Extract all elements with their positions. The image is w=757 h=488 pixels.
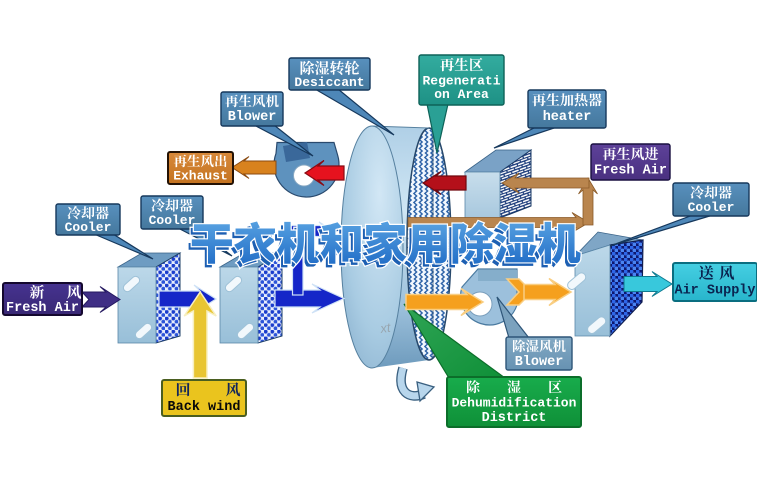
- cooler-box-1: [116, 252, 182, 344]
- regen-blower-duct: [283, 142, 310, 162]
- label-back-wind-en: Back wind: [168, 400, 241, 415]
- label-regen-area-en: Regenerati: [422, 74, 500, 89]
- arrow-air-supply: [623, 271, 673, 297]
- cooler-box-1-pipe-stub: [134, 322, 153, 340]
- arrow-regen-path-up: [578, 177, 598, 226]
- label-dehum-blower: Blower: [505, 336, 573, 371]
- rotation-arrow-head: [416, 381, 436, 403]
- label-desiccant: Desiccant: [288, 57, 371, 91]
- cooler-box-2: [218, 252, 284, 344]
- cooler-box-3-pipe-stub: [587, 316, 607, 334]
- label-regen-fresh-air: Fresh Air: [590, 143, 671, 181]
- arrow-regen-to-blower: [303, 159, 345, 187]
- label-air-supply-en: Air Supply: [674, 284, 755, 299]
- label-back-wind-box: [161, 379, 247, 417]
- label-desiccant-en: Desiccant: [294, 75, 364, 90]
- label-regen-area: Regenerati on Area: [418, 54, 505, 106]
- label-fresh-air-box: [2, 282, 83, 316]
- label-exhaust: Exhaust: [167, 151, 234, 185]
- cooler-box-3-front-face: [574, 244, 611, 337]
- label-dehum-blower-en: Blower: [515, 355, 564, 370]
- label-regen-blower-en: Blower: [228, 110, 277, 125]
- wheel-rotation-arrow: [396, 366, 436, 403]
- label-dehum-district-en: District: [482, 411, 547, 426]
- arrow-back-wind: [183, 290, 217, 379]
- label-cooler3-en: Cooler: [688, 200, 735, 215]
- cooler-box-2-pipe-stub: [224, 275, 243, 293]
- arrow-heater-to-wheel: [421, 170, 467, 196]
- label-cooler2-en: Cooler: [149, 213, 196, 228]
- cooler-box-2-pipe-stub: [236, 322, 255, 340]
- arrow-exhaust: [231, 156, 277, 179]
- label-air-supply: Air Supply: [672, 262, 757, 302]
- label-regen-blower: Blower: [220, 91, 284, 127]
- arrow-wheel-to-blower: [405, 287, 485, 317]
- label-dehum-district-en: Dehumidification: [452, 396, 577, 411]
- label-fresh-air: Fresh Air: [2, 282, 83, 316]
- label-regen-area-en: on Area: [434, 87, 489, 102]
- arrow-regen-path-top: [501, 172, 590, 194]
- label-regen-area-box: [418, 54, 505, 106]
- label-regen-fresh-air-en: Fresh Air: [594, 164, 667, 179]
- label-back-wind: Back wind: [161, 379, 247, 417]
- label-cooler1: Cooler: [55, 203, 121, 236]
- label-cooler1-en: Cooler: [65, 220, 112, 235]
- cooler-box-3-pipe-stub: [567, 272, 587, 290]
- label-regen-fresh-air-box: [590, 143, 671, 181]
- label-cooler2: Cooler: [140, 195, 204, 230]
- photo-watermark: xt: [378, 320, 392, 337]
- title-watermark: [187, 219, 582, 269]
- arrow-blower-chevron: [505, 278, 534, 306]
- label-heater-en: heater: [543, 110, 592, 125]
- label-fresh-air-en: Fresh Air: [6, 301, 79, 316]
- label-cooler2-box: [140, 195, 204, 230]
- label-dehum-district: Dehumidification District: [446, 376, 582, 428]
- label-air-supply-box: [672, 262, 757, 302]
- label-exhaust-en: Exhaust: [173, 169, 228, 184]
- heater-front-face: [464, 171, 501, 219]
- arrow-fresh-air: [80, 286, 121, 313]
- regen-blower-fan: [273, 141, 340, 198]
- label-heater: heater: [527, 89, 607, 129]
- arrow-blower-to-cooler: [523, 277, 573, 307]
- cooler-box-1-pipe-stub: [122, 275, 141, 293]
- label-cooler3: Cooler: [672, 182, 750, 217]
- label-dehum-district-box: [446, 376, 582, 428]
